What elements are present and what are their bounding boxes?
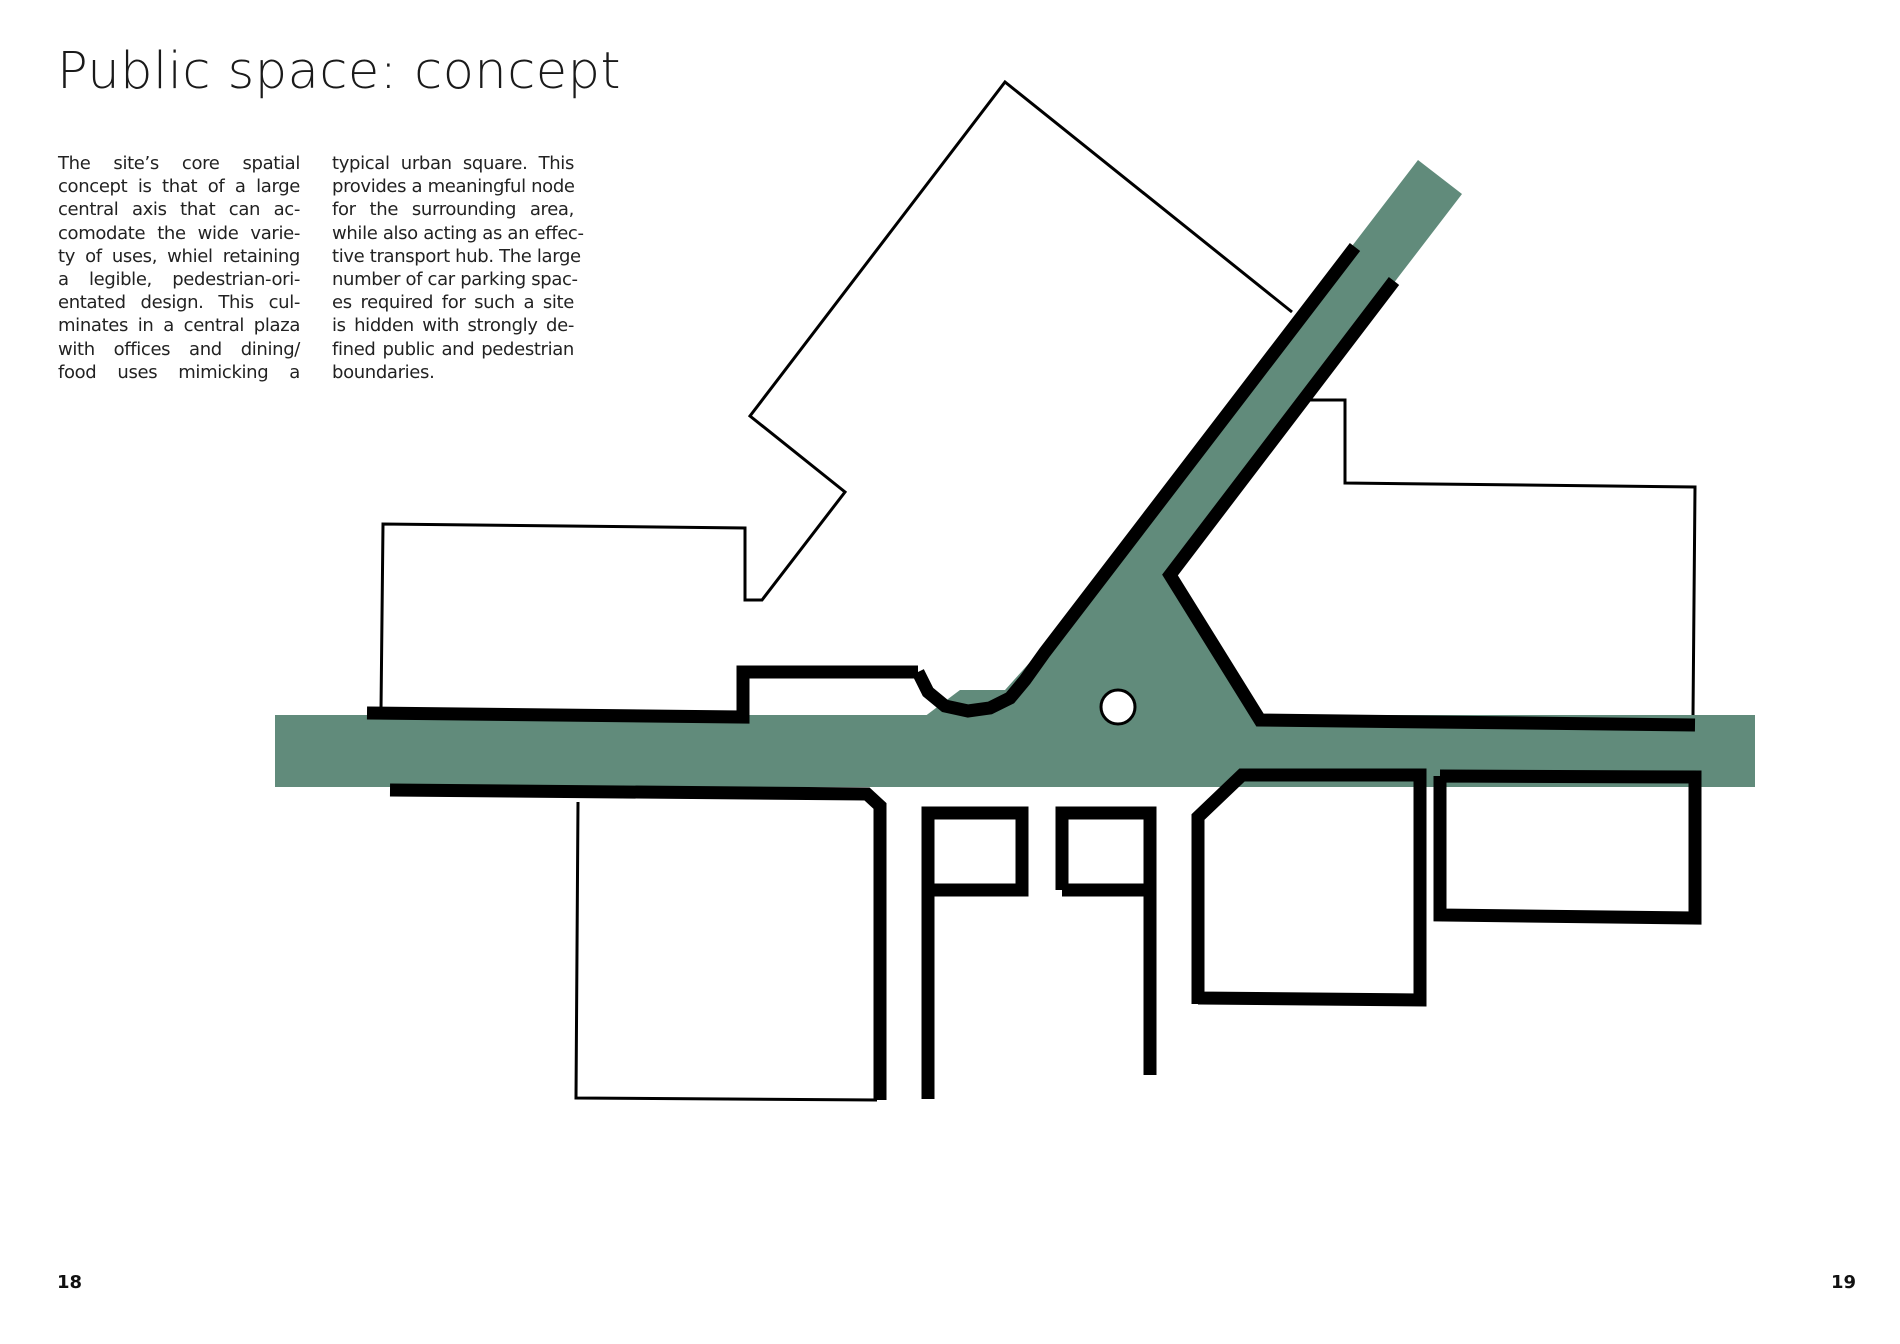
body-line: central axis that can ac- (58, 199, 300, 221)
page-title: Public space: concept (57, 42, 622, 101)
body-line: number of car parking spac- (332, 269, 578, 291)
body-line: ty of uses, whiel retaining (58, 245, 300, 267)
body-line: concept is that of a large (58, 176, 300, 198)
edge-courtyard-1 (921, 806, 1029, 1099)
edge-south-west (389, 783, 887, 1100)
page-number-left: 18 (57, 1272, 83, 1293)
edge-diagonal-east (1162, 277, 1696, 732)
building-north-outline (379, 79, 1293, 711)
diagram-structure (275, 79, 1755, 1102)
page-number-right: 19 (1830, 1272, 1856, 1293)
body-line: food uses mimicking a (58, 361, 300, 383)
body-line: a legible, pedestrian-ori- (58, 269, 300, 291)
edge-courtyard-2 (1055, 806, 1157, 1075)
diagonal-axis-fill (920, 160, 1462, 740)
edge-block-southeast-1 (1191, 768, 1427, 1007)
body-line: provides a meaningful node (332, 176, 575, 198)
plaza-marker (1099, 688, 1137, 726)
body-line: while also acting as an effec- (332, 222, 584, 244)
edge-diagonal-west (912, 243, 1361, 718)
body-line: is hidden with strongly de- (332, 315, 574, 337)
building-southwest-outline (574, 801, 878, 1102)
body-line: typical urban square. This (332, 153, 574, 174)
thick-edges (366, 243, 1702, 1100)
body-line: for the surrounding area, (332, 199, 574, 221)
body-line: fined public and pedestrian (332, 338, 574, 360)
body-text-column-1: The site’s core spatial concept is that … (58, 152, 300, 384)
body-line: The site’s core spatial (58, 153, 300, 174)
body-line: tive transport hub. The large (332, 245, 581, 267)
body-line: minates in a central plaza (58, 315, 300, 337)
body-line: entated design. This cul- (58, 292, 300, 314)
body-line: boundaries. (332, 361, 435, 383)
body-line: es required for such a site (332, 292, 574, 314)
edge-block-southeast-2 (1433, 769, 1702, 925)
body-text-column-2: typical urban square. This provides a me… (332, 152, 584, 384)
edge-north-west (366, 665, 918, 724)
body-line: with offices and dining/ (58, 338, 300, 360)
building-east-outline (1310, 398, 1697, 717)
body-line: comodate the wide varie- (58, 222, 300, 244)
